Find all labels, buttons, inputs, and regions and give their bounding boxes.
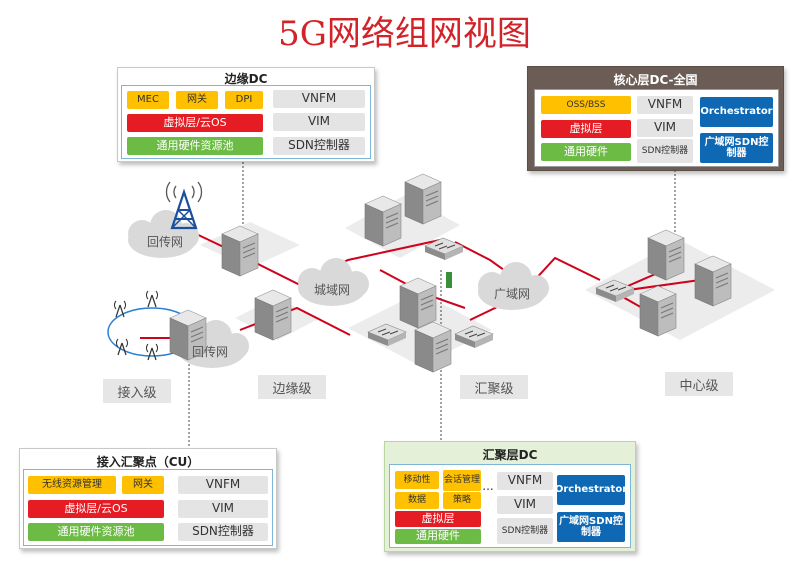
edge-hardware-pool: 通用硬件资源池 [127,137,263,155]
agg-orchestrator: Orchestrator [555,475,627,505]
cu-vim: VIM [178,500,268,518]
core-dc-title: 核心层DC-全国 [613,73,698,87]
edge-vnfm: VNFM [273,90,365,108]
edge-dc-inner [121,85,371,159]
agg-server [364,195,402,247]
core-oss-bss: OSS/BSS [541,96,631,114]
center-server [639,285,677,337]
wan-label: 广域网 [494,287,531,301]
core-orchestrator: Orchestrator [700,97,773,127]
agg-server [404,173,442,225]
agg-dc-title: 汇聚层DC [482,448,538,462]
access-cu-panel: 接入汇聚点（CU） 无线资源管理 网关 虚拟层/云OS 通用硬件资源池 VNFM… [19,448,277,549]
core-wan-sdn-controller: 广域网SDN控制器 [700,133,773,163]
access-tower-icon [113,300,127,318]
access-tower-icon [145,343,159,361]
edge-sdn-controller: SDN控制器 [273,137,365,155]
agg-server [414,321,452,373]
edge-dc-panel: 边缘DC MEC 网关 DPI 虚拟层/云OS 通用硬件资源池 VNFM VIM… [117,67,375,162]
level-access: 接入级 [103,379,171,403]
access-cu-inner [23,469,273,546]
agg-hardware: 通用硬件 [395,529,481,544]
edge-app-mec: MEC [127,91,169,109]
agg-app-session: 会话管理 [443,470,481,491]
backhaul-label-bottom: 回传网 [192,345,229,359]
cu-hardware-pool: 通用硬件资源池 [28,523,164,541]
edge-vim: VIM [273,113,365,131]
level-edge: 边缘级 [258,375,326,399]
core-virtual-layer: 虚拟层 [541,120,631,138]
agg-app-policy: 策略 [443,492,481,509]
agg-dc-panel: 汇聚层DC 移动性 会话管理 数据 策略 ... 虚拟层 通用硬件 VNFM V… [384,441,636,552]
core-vnfm: VNFM [637,96,693,114]
cu-app-radio-resource: 无线资源管理 [28,476,116,494]
center-server [694,255,732,307]
agg-app-data: 数据 [395,492,439,509]
agg-server [399,277,437,329]
level-center: 中心级 [665,372,733,396]
backhaul-label-top: 回传网 [147,235,184,249]
edge-app-gateway: 网关 [176,91,218,109]
edge-dc-title: 边缘DC [224,72,268,86]
cu-virtual-layer: 虚拟层/云OS [28,500,164,518]
metro-label: 城域网 [314,283,351,297]
agg-virtual-layer: 虚拟层 [395,511,481,527]
cu-vnfm: VNFM [178,476,268,494]
level-aggregation: 汇聚级 [460,375,528,399]
access-tower-icon [145,290,159,308]
agg-vnfm: VNFM [497,472,553,490]
core-dc-panel: 核心层DC-全国 OSS/BSS 虚拟层 通用硬件 VNFM VIM SDN控制… [527,66,784,171]
edge-server-top [221,225,259,277]
edge-app-dpi: DPI [225,91,263,109]
core-vim: VIM [637,119,693,137]
agg-app-mobility: 移动性 [395,471,439,489]
core-sdn-controller: SDN控制器 [637,139,693,163]
agg-vim: VIM [497,496,553,514]
edge-virtual-layer: 虚拟层/云OS [127,114,263,132]
page-title: 5G网络组网视图 [278,14,531,54]
radio-tower-icon [165,181,203,230]
edge-server-bottom [254,289,292,341]
agg-app-ellipsis: ... [482,479,494,494]
center-server [647,229,685,281]
agg-wan-sdn-controller: 广域网SDN控制器 [557,512,625,542]
cu-app-gateway: 网关 [122,476,164,494]
cu-sdn-controller: SDN控制器 [178,523,268,541]
agg-sdn-controller: SDN控制器 [497,518,553,544]
router-indicator-icon [446,272,452,288]
access-cu-title: 接入汇聚点（CU） [96,455,200,469]
core-hardware: 通用硬件 [541,143,631,161]
